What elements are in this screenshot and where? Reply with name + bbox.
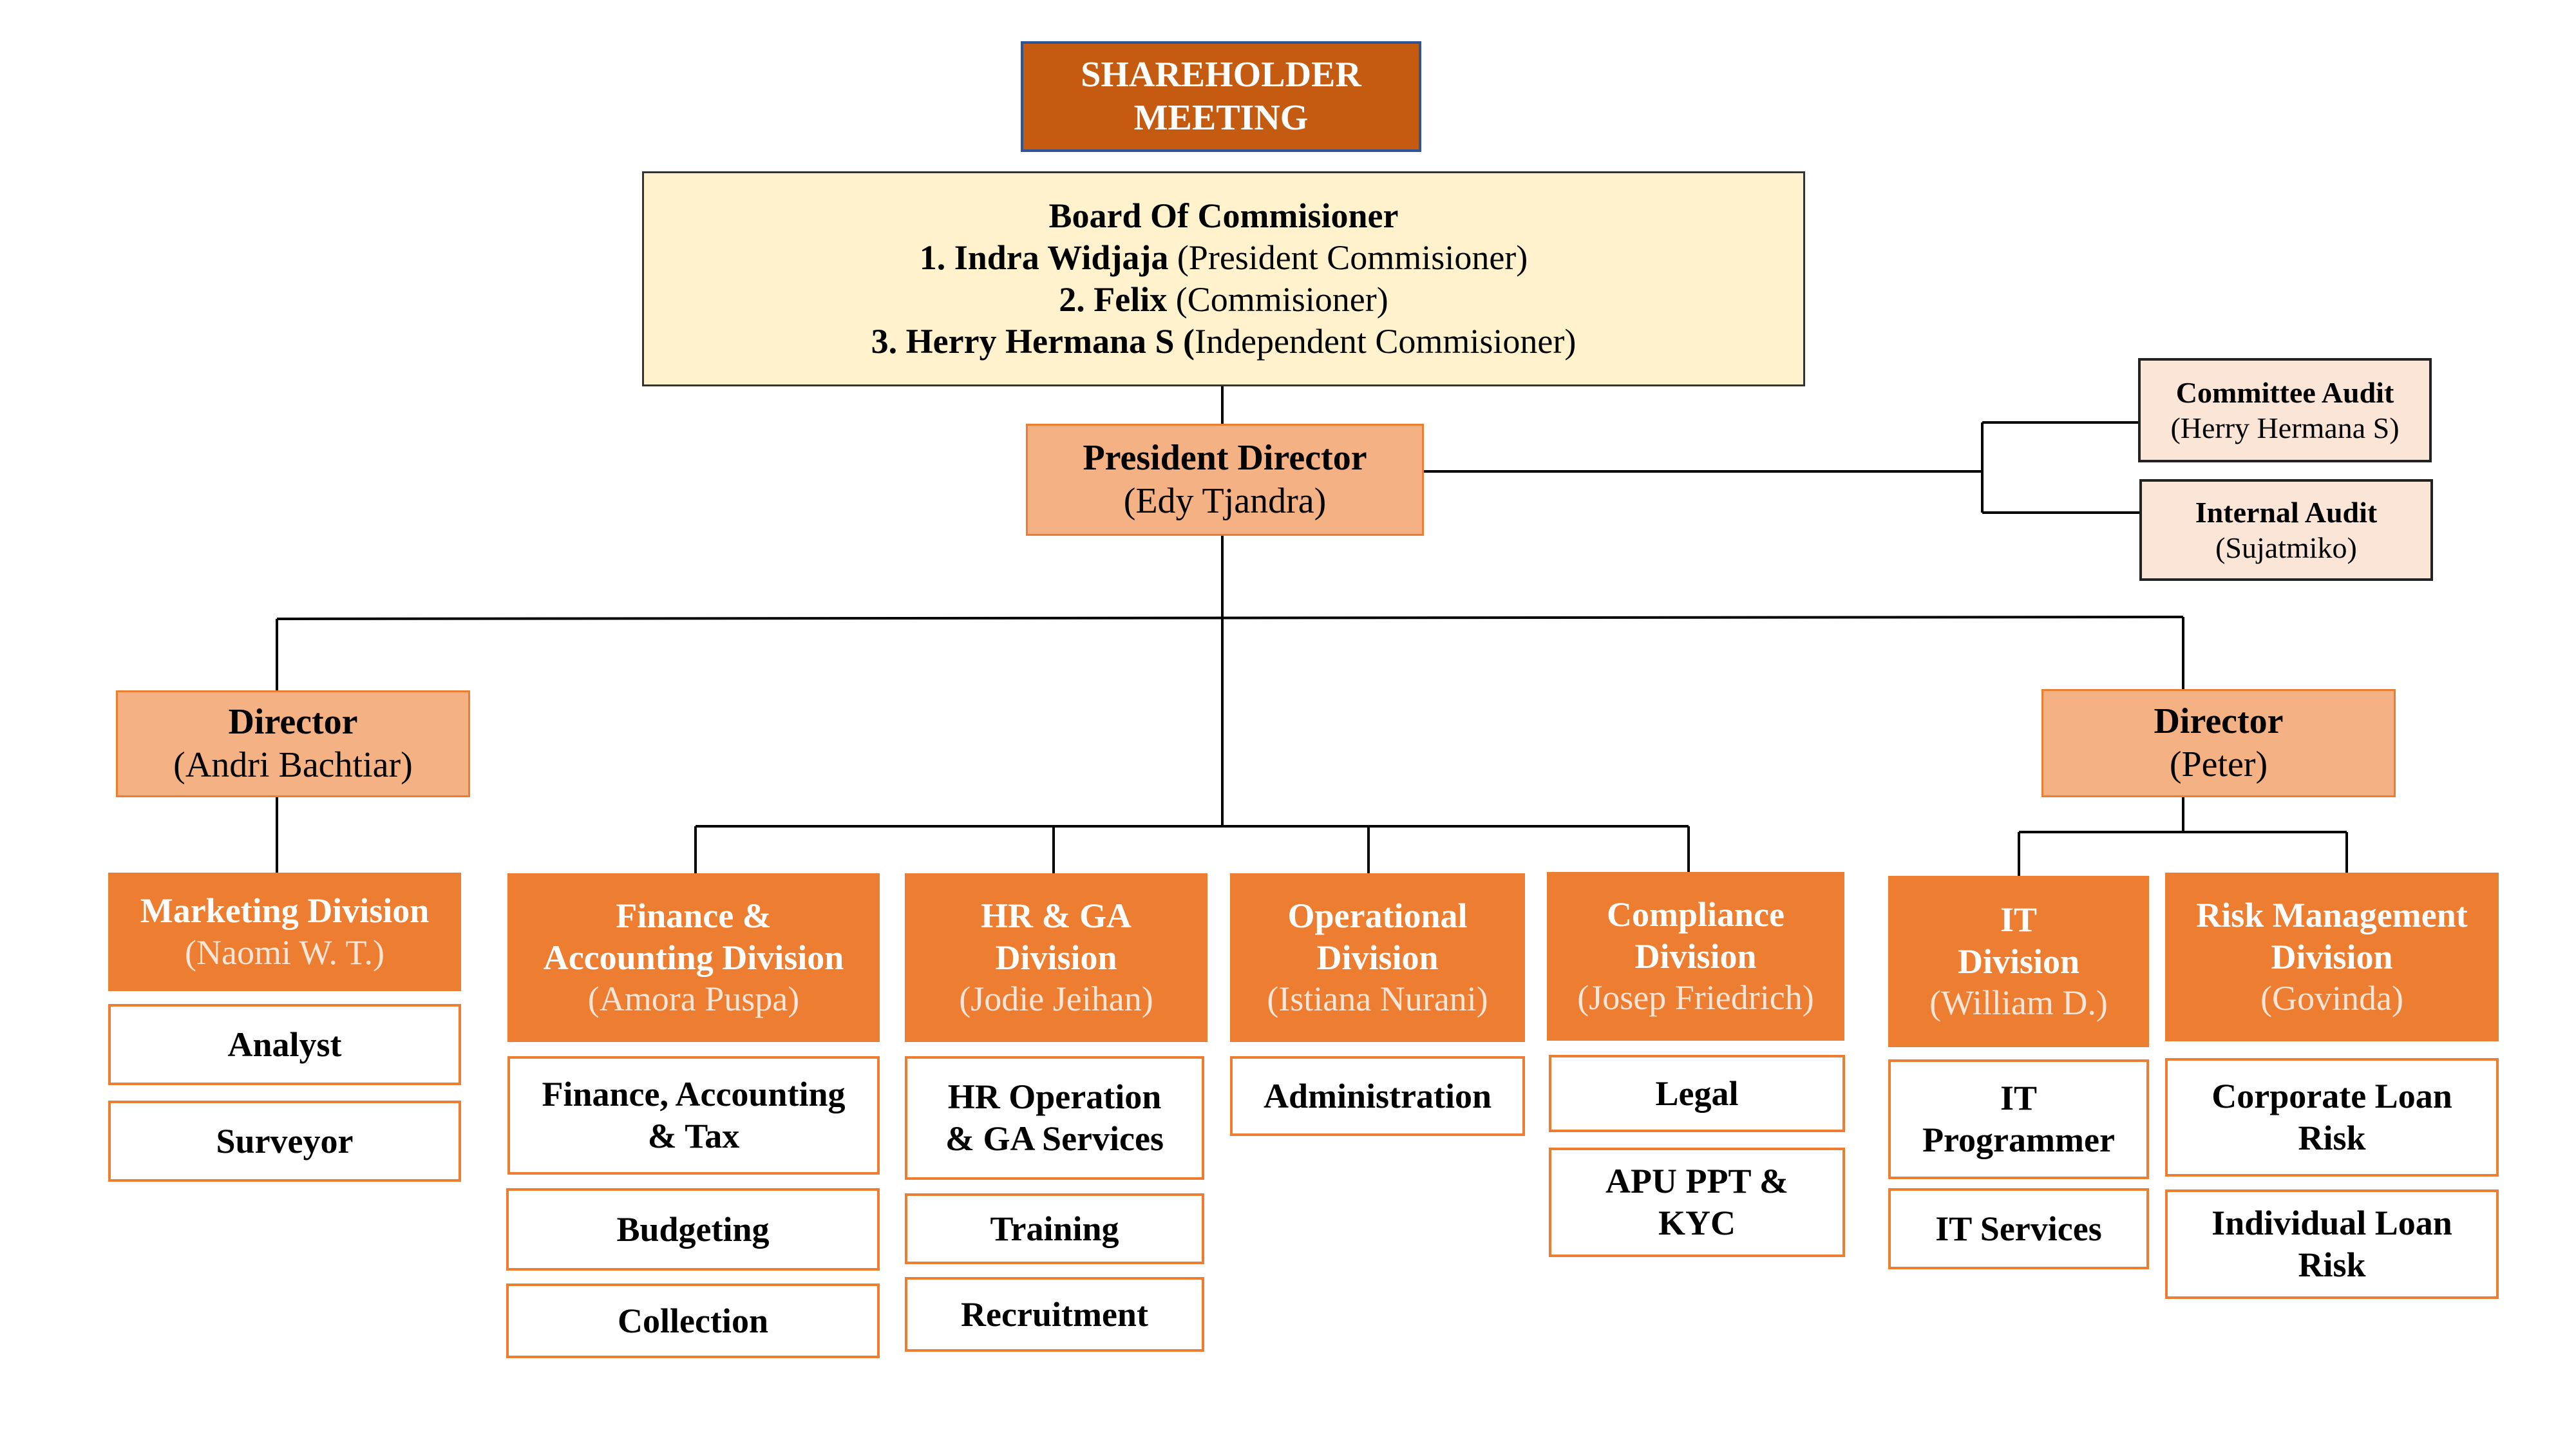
unit-legal: Legal <box>1549 1055 1845 1132</box>
president-director-box: President Director (Edy Tjandra) <box>1026 424 1424 536</box>
compliance-division-box: Compliance Division (Josep Friedrich) <box>1547 872 1844 1041</box>
operational-division-box: Operational Division (Istiana Nurani) <box>1230 873 1525 1042</box>
president-person: (Edy Tjandra) <box>1123 481 1327 521</box>
division-name: Marketing Division <box>140 891 430 931</box>
division-name-line1: Finance & <box>616 896 772 935</box>
unit-analyst: Analyst <box>108 1004 461 1085</box>
division-name-line2: Division <box>995 938 1117 977</box>
unit-corporate-loan-risk: Corporate Loan Risk <box>2165 1058 2499 1177</box>
internal-audit-box: Internal Audit (Sujatmiko) <box>2139 479 2433 581</box>
division-name-line1: Operational <box>1287 896 1468 935</box>
director-right-person: (Peter) <box>2169 744 2268 784</box>
division-name-line1: HR & GA <box>981 896 1132 935</box>
shareholder-meeting-box: SHAREHOLDER MEETING <box>1021 41 1421 152</box>
division-name-line2: Division <box>1634 936 1757 976</box>
division-person: (Josep Friedrich) <box>1577 978 1814 1018</box>
unit-hr-operation-ga-services: HR Operation & GA Services <box>905 1056 1204 1180</box>
director-right-box: Director (Peter) <box>2041 689 2396 797</box>
division-name-line2: Division <box>1316 938 1439 977</box>
unit-finance-accounting-tax: Finance, Accounting & Tax <box>507 1056 880 1175</box>
board-member-3: 3. Herry Hermana S (Independent Commisio… <box>871 321 1577 361</box>
director-right-title: Director <box>2154 701 2284 741</box>
division-person: (Istiana Nurani) <box>1267 980 1488 1019</box>
hr-ga-division-box: HR & GA Division (Jodie Jeihan) <box>905 873 1208 1042</box>
unit-training: Training <box>905 1193 1204 1264</box>
division-person: (Jodie Jeihan) <box>959 980 1153 1019</box>
unit-budgeting: Budgeting <box>506 1188 880 1271</box>
unit-collection: Collection <box>506 1283 880 1358</box>
committee-audit-box: Committee Audit (Herry Hermana S) <box>2138 358 2432 462</box>
unit-surveyor: Surveyor <box>108 1101 461 1182</box>
director-left-person: (Andri Bachtiar) <box>173 745 413 785</box>
unit-recruitment: Recruitment <box>905 1277 1204 1352</box>
it-division-box: IT Division (William D.) <box>1888 876 2149 1047</box>
unit-administration: Administration <box>1230 1056 1525 1136</box>
finance-division-box: Finance & Accounting Division (Amora Pus… <box>507 873 880 1042</box>
director-left-box: Director (Andri Bachtiar) <box>116 690 470 797</box>
division-person: (Amora Puspa) <box>587 980 800 1019</box>
division-name-line2: Division <box>1957 942 2080 981</box>
division-name-line1: Compliance <box>1607 895 1785 934</box>
shareholder-line2: MEETING <box>1133 98 1309 138</box>
director-left-title: Director <box>228 701 358 742</box>
board-title: Board Of Commisioner <box>1048 196 1399 236</box>
internal-audit-title: Internal Audit <box>2195 495 2378 529</box>
division-name-line2: Accounting Division <box>543 938 844 977</box>
board-of-commisioner-box: Board Of Commisioner 1. Indra Widjaja (P… <box>642 171 1805 386</box>
risk-management-division-box: Risk Management Division (Govinda) <box>2165 873 2499 1041</box>
president-title: President Director <box>1083 437 1367 478</box>
division-person: (Naomi W. T.) <box>185 933 384 972</box>
marketing-division-box: Marketing Division (Naomi W. T.) <box>108 873 461 991</box>
division-person: (William D.) <box>1929 983 2108 1023</box>
shareholder-line1: SHAREHOLDER <box>1081 54 1361 95</box>
unit-individual-loan-risk: Individual Loan Risk <box>2165 1189 2499 1299</box>
committee-audit-title: Committee Audit <box>2175 375 2394 409</box>
unit-it-programmer: IT Programmer <box>1888 1059 2149 1179</box>
division-name-line2: Division <box>2271 937 2393 976</box>
division-name-line1: IT <box>2000 900 2038 939</box>
committee-audit-person: (Herry Hermana S) <box>2170 412 2400 444</box>
unit-apu-ppt-kyc: APU PPT & KYC <box>1549 1148 1845 1257</box>
board-member-1: 1. Indra Widjaja (President Commisioner) <box>919 238 1528 278</box>
division-person: (Govinda) <box>2260 979 2403 1018</box>
connector-directors-bar <box>276 616 2184 620</box>
unit-it-services: IT Services <box>1888 1188 2149 1269</box>
internal-audit-person: (Sujatmiko) <box>2215 531 2357 564</box>
division-name-line1: Risk Management <box>2196 895 2468 934</box>
board-member-2: 2. Felix (Commisioner) <box>1059 280 1388 319</box>
